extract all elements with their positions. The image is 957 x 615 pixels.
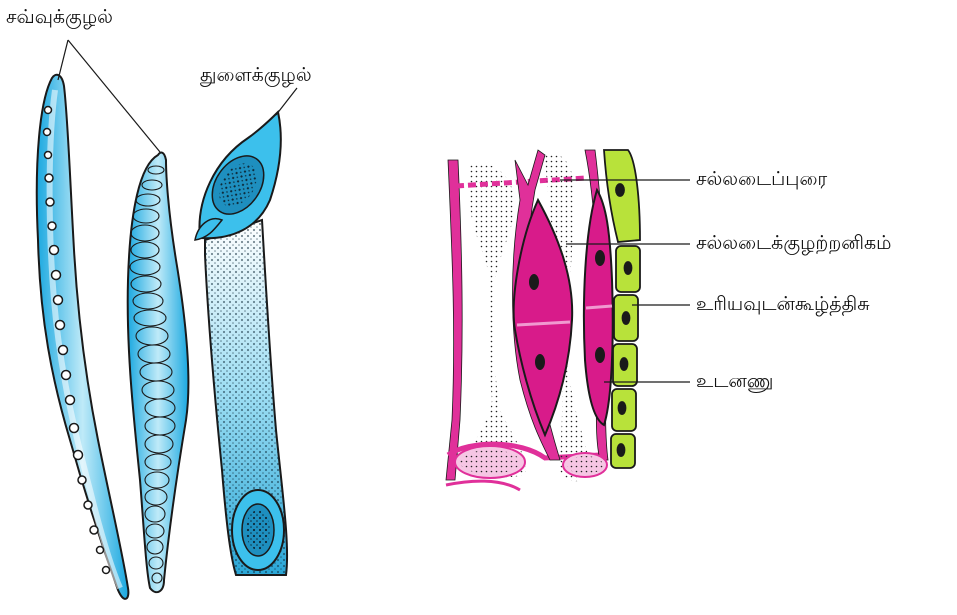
label-companion-cell: உடனணு <box>696 372 773 391</box>
tracheid-left <box>37 75 129 599</box>
tracheid-middle <box>128 153 189 593</box>
vessel-element <box>195 112 287 575</box>
label-sieve-tube: சல்லடைக்குழற்றனிகம் <box>696 234 891 253</box>
phloem-tissue <box>446 150 613 490</box>
label-vessel: துளைக்குழல் <box>200 66 312 85</box>
label-tracheid: சவ்வுக்குழல் <box>6 8 113 27</box>
label-companion-tissue: உரியவுடன்கூழ்த்திசு <box>696 295 870 314</box>
label-sieve-plate: சல்லடைப்புரை <box>696 170 827 189</box>
